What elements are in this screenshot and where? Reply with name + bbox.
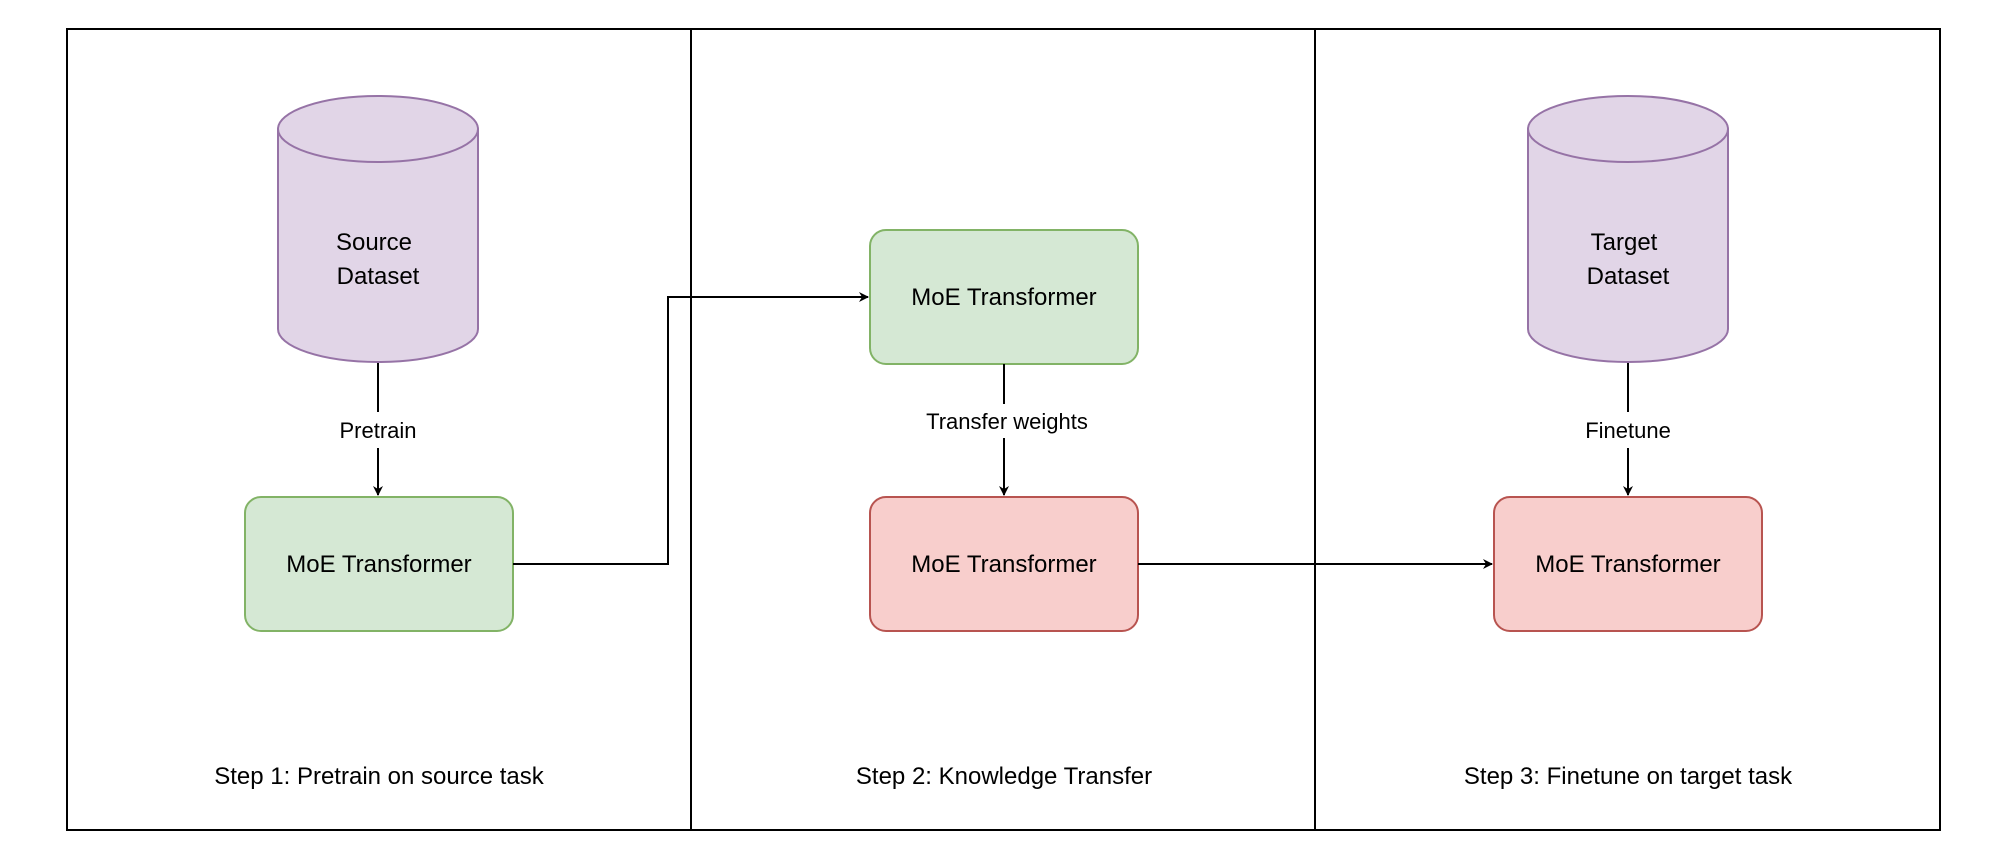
- panel-step2-caption: Step 2: Knowledge Transfer: [856, 763, 1152, 790]
- pretrained-model-box: MoE Transformer: [244, 496, 514, 632]
- pretrained-model-label: MoE Transformer: [286, 551, 471, 578]
- target-dataset-label-line1: Target: [1591, 229, 1658, 256]
- panel-step1-caption: Step 1: Pretrain on source task: [214, 763, 545, 790]
- pretrained-to-transfer-connector: [513, 292, 869, 565]
- pretrain-edge-label: Pretrain: [339, 418, 416, 443]
- panel-step3-caption: Step 3: Finetune on target task: [1464, 763, 1793, 790]
- transfer-target-model-label: MoE Transformer: [911, 551, 1096, 578]
- finetuned-model-box: MoE Transformer: [1493, 496, 1763, 632]
- source-dataset-label-line1: Source: [336, 229, 412, 256]
- finetune-edge-label: Finetune: [1585, 418, 1671, 443]
- transfer-weights-arrow: Transfer weights: [926, 364, 1088, 496]
- transfer-source-model-box: MoE Transformer: [869, 229, 1139, 365]
- transfer-weights-edge-label: Transfer weights: [926, 409, 1088, 434]
- target-dataset-cylinder: Target Dataset: [1527, 95, 1729, 363]
- panel-step3-frame: [1314, 28, 1941, 831]
- transfer-source-model-label: MoE Transformer: [911, 284, 1096, 311]
- finetune-arrow: Finetune: [1585, 363, 1671, 496]
- target-dataset-label-line2: Dataset: [1587, 263, 1670, 290]
- transfer-target-model-box: MoE Transformer: [869, 496, 1139, 632]
- finetuned-model-label: MoE Transformer: [1535, 551, 1720, 578]
- pretrain-arrow: Pretrain: [339, 363, 417, 496]
- source-dataset-label-line2: Dataset: [337, 263, 420, 290]
- source-dataset-cylinder: Source Dataset: [277, 95, 479, 363]
